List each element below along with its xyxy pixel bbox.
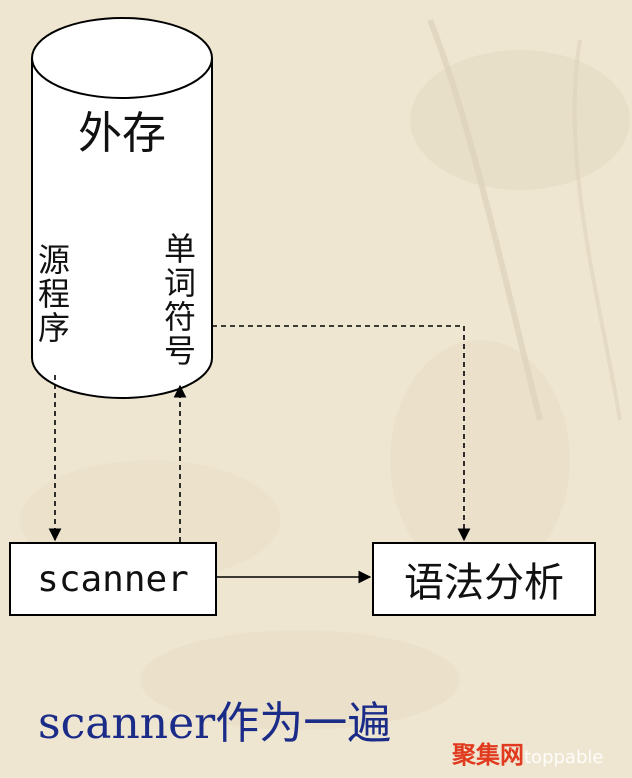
storage-title: 外存 — [78, 108, 166, 159]
token-symbols-label: 单词符号 — [163, 230, 196, 370]
syntax-analysis-box: 语法分析 — [372, 542, 596, 616]
syntax-analysis-label: 语法分析 — [404, 560, 564, 606]
caption-code: scanner — [38, 698, 216, 749]
watermark: 聚集网toppable — [452, 735, 603, 770]
source-program-label: 源程序 — [37, 241, 70, 347]
scanner-label: scanner — [37, 558, 189, 600]
slide-caption: scanner作为一遍 — [38, 702, 391, 746]
arrow-tokens-to-syntax — [212, 325, 471, 542]
caption-text: 作为一遍 — [215, 698, 392, 749]
storage-cylinder — [31, 17, 213, 399]
scanner-box: scanner — [9, 542, 217, 616]
watermark-brand: 聚集网 — [452, 741, 524, 769]
watermark-suffix: toppable — [524, 747, 604, 768]
